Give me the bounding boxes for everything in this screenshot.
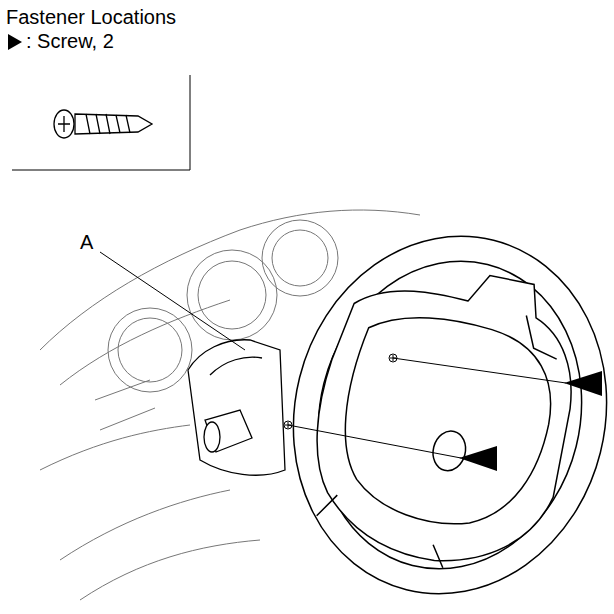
screw-arrowheads (459, 371, 602, 471)
part-label: A (80, 231, 93, 254)
column-cover (188, 340, 285, 475)
legend-entry: : Screw, 2 (6, 30, 114, 53)
legend-box (12, 75, 190, 170)
legend-text: : Screw, 2 (26, 30, 114, 53)
figure-title: Fastener Locations (6, 6, 176, 29)
arrowhead-symbol (6, 32, 24, 52)
screw-positions (284, 354, 397, 429)
steering-wheel (256, 203, 614, 614)
leader-lines (100, 252, 566, 458)
screw-icon (54, 110, 152, 138)
